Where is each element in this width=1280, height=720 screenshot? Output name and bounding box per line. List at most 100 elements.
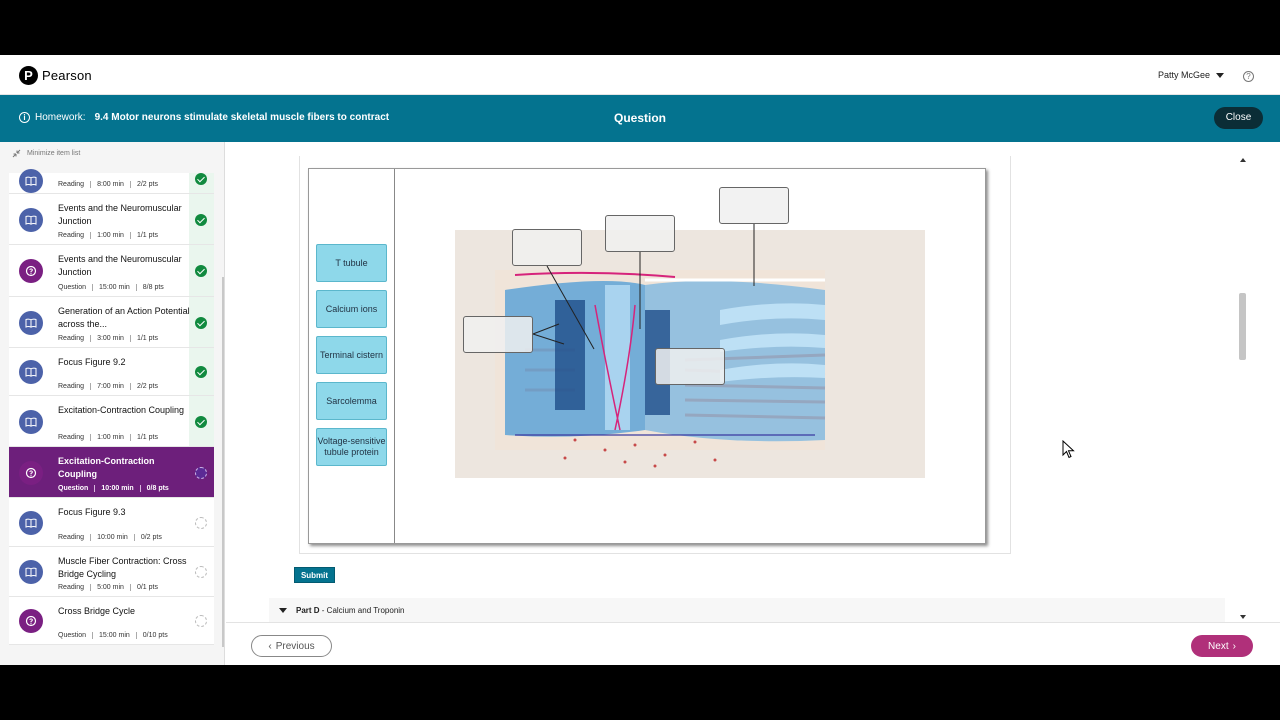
- item-time: 1:00 min: [97, 232, 124, 239]
- question-icon: [19, 460, 43, 485]
- drop-zone-4[interactable]: [463, 316, 533, 353]
- caret-down-icon: [279, 607, 287, 613]
- item-title: Excitation-Contraction Coupling: [58, 456, 155, 479]
- scroll-thumb[interactable]: [1239, 293, 1246, 360]
- item-points: 1/1 pts: [136, 335, 158, 342]
- label-bank-divider: [394, 169, 395, 543]
- close-button[interactable]: Close: [1214, 107, 1263, 129]
- next-button[interactable]: Next ›: [1191, 635, 1253, 657]
- homework-info: i Homework: 9.4 Motor neurons stimulate …: [19, 112, 389, 123]
- list-item[interactable]: Generation of an Action Potential across…: [9, 297, 214, 348]
- item-points: 2/2 pts: [136, 181, 158, 188]
- part-d-header[interactable]: Part D - Calcium and Troponin: [269, 598, 1225, 622]
- draggable-label[interactable]: T tubule: [316, 244, 387, 282]
- book-icon: [19, 310, 43, 335]
- item-time: 5:00 min: [97, 584, 124, 591]
- item-type: Question: [58, 632, 87, 639]
- brand-name: Pearson: [42, 68, 92, 83]
- item-title: Generation of an Action Potential across…: [58, 306, 190, 329]
- item-title: Focus Figure 9.2: [58, 357, 126, 367]
- item-meta: Question 15:00 min 0/10 pts: [58, 632, 168, 639]
- item-points: 1/1 pts: [136, 434, 158, 441]
- book-icon: [19, 409, 43, 434]
- scroll-down-icon[interactable]: [1240, 615, 1246, 619]
- item-time: 7:00 min: [97, 383, 124, 390]
- item-type: Reading: [58, 383, 85, 390]
- pearson-logo[interactable]: P Pearson: [19, 66, 92, 85]
- check-icon: [195, 316, 207, 329]
- status-icon: [195, 566, 207, 578]
- assignment-header: i Homework: 9.4 Motor neurons stimulate …: [0, 95, 1280, 142]
- sidebar-scrollbar[interactable]: [222, 277, 224, 647]
- item-time: 3:00 min: [97, 335, 124, 342]
- item-type: Question: [58, 485, 89, 492]
- minimize-item-list-button[interactable]: Minimize item list: [12, 149, 80, 158]
- list-item[interactable]: Muscle Fiber Contraction: Cross Bridge C…: [9, 547, 214, 597]
- draggable-label[interactable]: Calcium ions: [316, 290, 387, 328]
- user-menu[interactable]: Patty McGee: [1158, 70, 1225, 80]
- item-type: Reading: [58, 434, 85, 441]
- content-scrollbar[interactable]: [1239, 158, 1247, 622]
- drop-zone-2[interactable]: [605, 215, 675, 252]
- item-title: Excitation-Contraction Coupling: [58, 405, 185, 415]
- item-time: 10:00 min: [101, 485, 134, 492]
- pearson-logo-icon: P: [19, 66, 38, 85]
- item-points: 0/1 pts: [136, 584, 158, 591]
- scroll-up-icon[interactable]: [1240, 158, 1246, 162]
- book-icon: [19, 360, 43, 384]
- part-separator: -: [319, 605, 327, 615]
- part-label: Part D: [296, 605, 320, 615]
- app-window: P Pearson Patty McGee ? i Homework: 9.4 …: [0, 55, 1280, 665]
- check-icon: [195, 213, 207, 226]
- top-bar: P Pearson Patty McGee ?: [0, 55, 1280, 95]
- page-title: Question: [613, 111, 666, 125]
- drop-zone-5[interactable]: [655, 348, 725, 385]
- item-type: Reading: [58, 534, 85, 541]
- submit-button[interactable]: Submit: [294, 567, 335, 583]
- item-points: 1/1 pts: [136, 232, 158, 239]
- item-type: Reading: [58, 335, 85, 342]
- drop-zone-1[interactable]: [512, 229, 582, 266]
- check-icon: [195, 173, 207, 185]
- info-icon[interactable]: i: [19, 112, 30, 123]
- book-icon: [19, 510, 43, 535]
- status-icon: [195, 615, 207, 627]
- next-label: Next: [1208, 640, 1229, 652]
- minimize-icon: [12, 149, 21, 158]
- help-icon[interactable]: ?: [1243, 71, 1254, 82]
- item-type: Question: [58, 284, 87, 291]
- item-time: 15:00 min: [99, 632, 130, 639]
- previous-button[interactable]: ‹ Previous: [251, 635, 332, 657]
- item-title: Cross Bridge Cycle: [58, 606, 136, 616]
- item-title: Events and the Neuromuscular Junction: [58, 254, 182, 277]
- draggable-label[interactable]: Voltage-sensitive tubule protein: [316, 428, 387, 466]
- chevron-left-icon: ‹: [268, 640, 272, 652]
- chevron-right-icon: ›: [1232, 640, 1236, 652]
- draggable-label[interactable]: Sarcolemma: [316, 382, 387, 420]
- item-points: 0/10 pts: [142, 632, 168, 639]
- item-meta: Reading 3:00 min 1/1 pts: [58, 335, 158, 342]
- draggable-label[interactable]: Terminal cistern: [316, 336, 387, 374]
- check-icon: [195, 415, 207, 428]
- drop-zone-3[interactable]: [719, 187, 789, 224]
- item-type: Reading: [58, 584, 85, 591]
- part-title: Calcium and Troponin: [326, 605, 405, 615]
